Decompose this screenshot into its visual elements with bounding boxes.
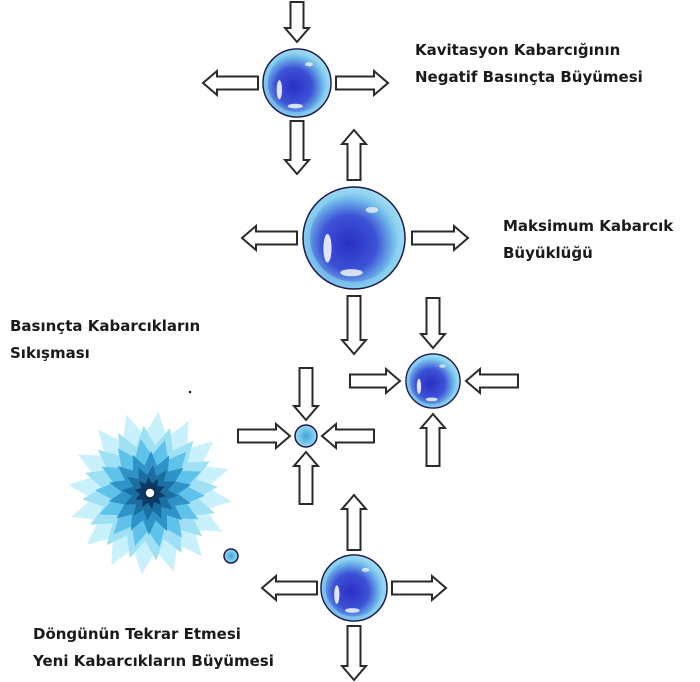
label-compression: Basınçta Kabarcıkların Sıkışması [10,313,200,367]
label-maximum-line2: Büyüklüğü [503,244,593,262]
compressed-bubble-1 [405,353,461,409]
collapse-burst [68,411,232,575]
label-compression-line2: Sıkışması [10,344,90,362]
growth-bubble [262,48,332,118]
arrow-14 [237,421,292,451]
arrow-9 [418,297,448,350]
label-growth-line1: Kavitasyon Kabarcığının [415,41,621,59]
label-repeat-line1: Döngünün Tekrar Etmesi [33,625,241,643]
arrow-20 [339,625,369,682]
arrow-6 [240,223,298,253]
arrow-1 [282,1,312,44]
arrow-2 [201,68,259,98]
arrow-5 [339,128,369,181]
label-maximum-line1: Maksimum Kabarcık [503,217,674,235]
label-growth: Kavitasyon Kabarcığının Negatif Basınçta… [415,37,643,91]
compressed-bubble-2 [294,424,318,448]
arrow-15 [320,421,375,451]
arrow-3 [335,68,390,98]
arrow-16 [291,450,321,505]
arrow-12 [418,412,448,467]
arrow-4 [282,120,312,176]
arrow-10 [349,366,402,396]
speck-dot [188,390,192,394]
label-repeat-line2: Yeni Kabarcıkların Büyümesi [33,652,274,670]
arrow-17 [339,493,369,551]
arrow-11 [464,366,519,396]
label-repeat: Döngünün Tekrar Etmesi Yeni Kabarcıkları… [33,621,274,675]
label-compression-line1: Basınçta Kabarcıkların [10,317,201,335]
new-bubble [320,554,388,622]
arrow-8 [339,295,369,356]
label-maximum: Maksimum Kabarcık Büyüklüğü [503,213,673,267]
max-bubble [302,186,406,290]
arrow-7 [411,223,470,253]
arrow-19 [391,573,448,603]
label-growth-line2: Negatif Basınçta Büyümesi [415,68,643,86]
new-small-bubble [223,548,239,564]
arrow-18 [260,573,318,603]
arrow-13 [291,367,321,422]
